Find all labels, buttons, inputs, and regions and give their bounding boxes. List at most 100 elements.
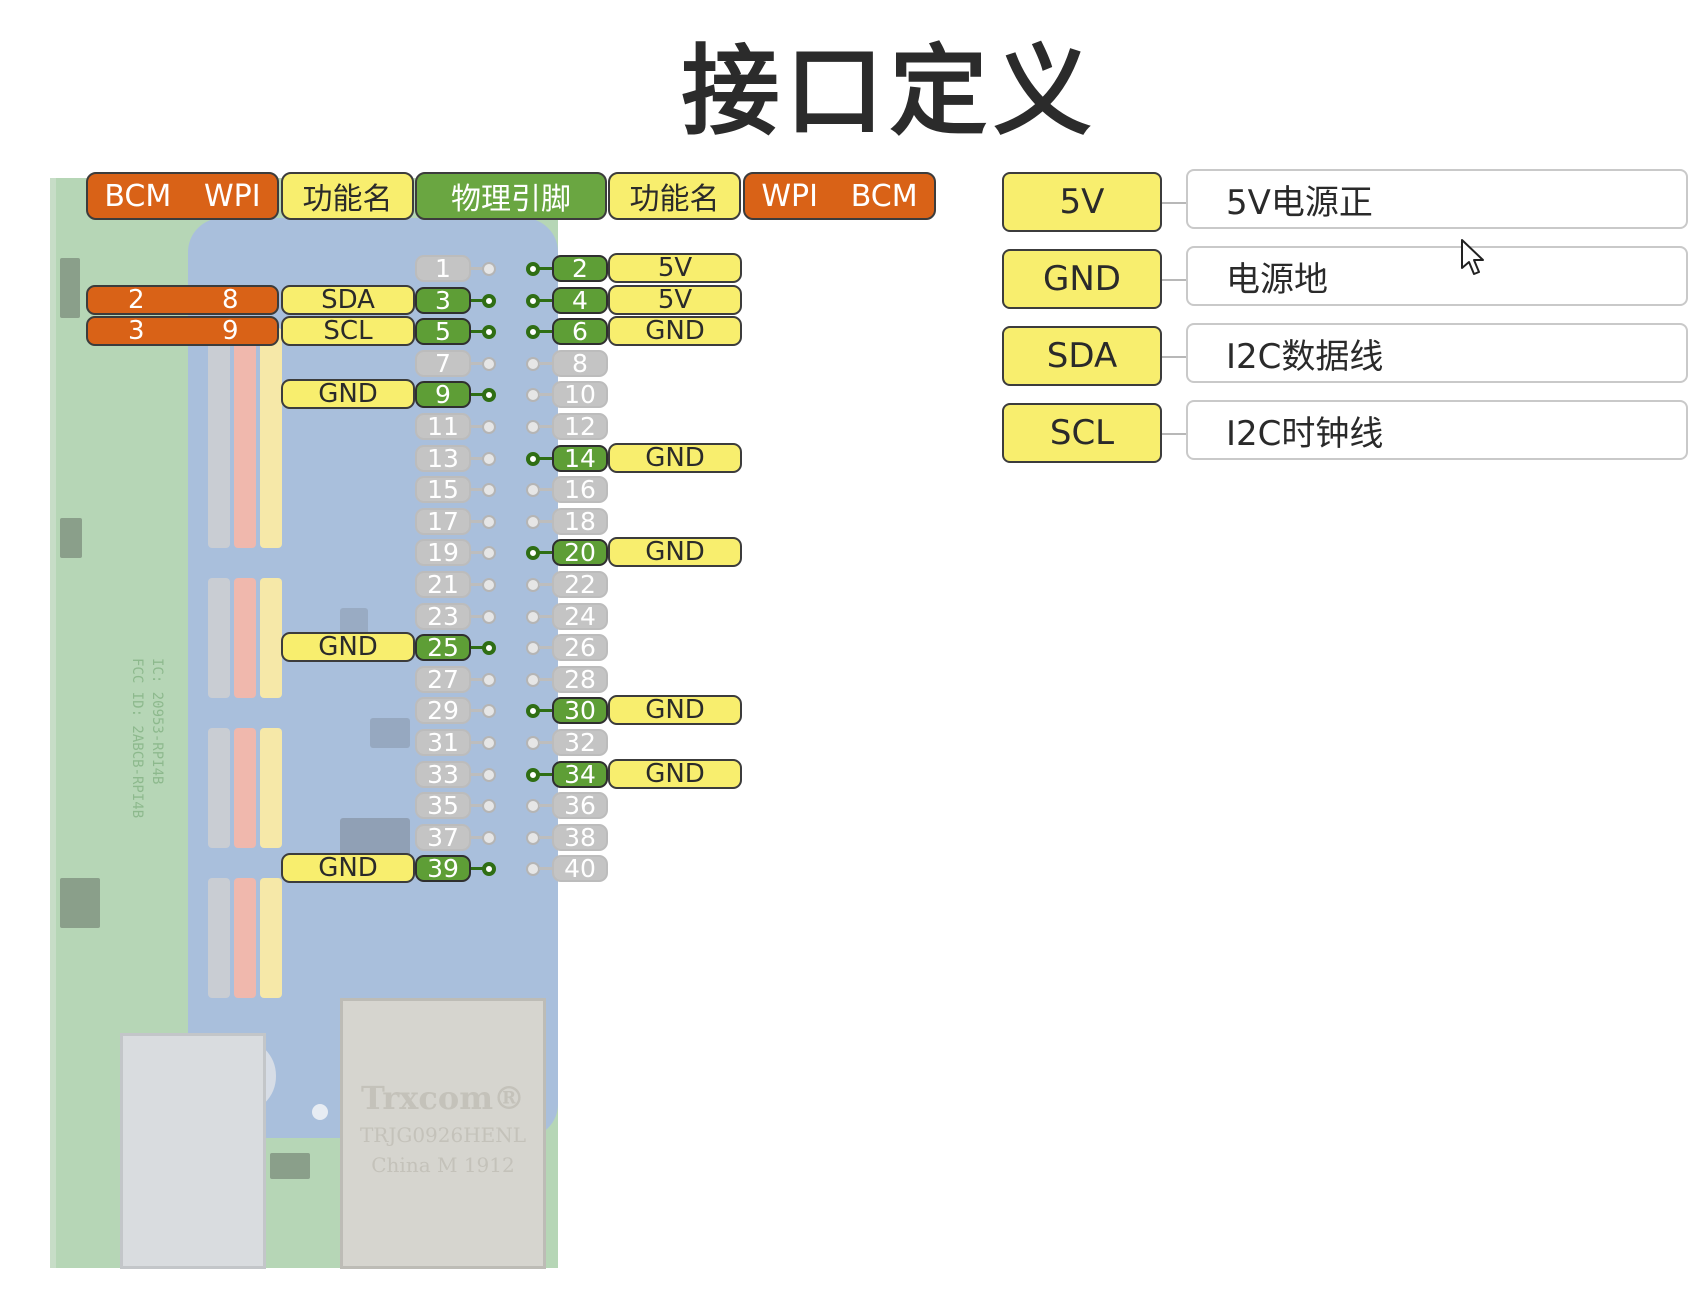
- pin-11: 11: [415, 413, 471, 440]
- legend-description: I2C数据线: [1186, 323, 1688, 383]
- pin-2-lead: [539, 267, 552, 270]
- header-pin-2: [526, 262, 540, 276]
- pin-2: 2: [552, 255, 608, 282]
- pin-21: 21: [415, 571, 471, 598]
- pin-6-lead: [539, 330, 552, 334]
- pin-1: 1: [415, 255, 471, 282]
- pin-24: 24: [552, 602, 608, 630]
- mouse-cursor-icon: [1461, 239, 1484, 275]
- legend-connector: [1162, 356, 1186, 358]
- header-bcm-right: BCM: [850, 178, 918, 214]
- pin-14: 14: [552, 444, 608, 472]
- header-bcm-left: BCM: [104, 178, 172, 214]
- header-pin-27: [482, 672, 496, 687]
- legend-tag: SDA: [1002, 326, 1162, 386]
- header-pin-7: [482, 356, 496, 371]
- legend-connector: [1162, 202, 1186, 204]
- header-pin-11: [482, 420, 496, 434]
- header-pin-38: [526, 830, 540, 845]
- pin-13-lead: [471, 456, 483, 460]
- legend-description: I2C时钟线: [1186, 400, 1688, 460]
- pin-30-lead: [539, 709, 552, 713]
- pin-12-lead: [539, 425, 552, 428]
- pin-29: 29: [415, 697, 471, 725]
- pin-9: 9: [415, 381, 471, 409]
- pin-22-lead: [539, 583, 552, 586]
- function-right-4: 5V: [608, 284, 742, 315]
- pin-15-lead: [471, 488, 483, 492]
- pin-34-lead: [539, 772, 552, 776]
- header-pin-32: [526, 736, 540, 750]
- pin-17: 17: [415, 507, 471, 535]
- function-right-34: GND: [608, 758, 742, 789]
- legend-connector: [1162, 433, 1186, 435]
- header-pin-3: [482, 293, 496, 308]
- pin-4: 4: [552, 286, 608, 314]
- pin-19: 19: [415, 539, 471, 567]
- pin-15: 15: [415, 476, 471, 504]
- pin-26-lead: [539, 646, 552, 650]
- pin-14-lead: [539, 456, 552, 460]
- pin-17-lead: [471, 519, 483, 523]
- pin-8-lead: [539, 361, 552, 365]
- pin-27-lead: [471, 677, 483, 681]
- header-pin-39: [482, 862, 496, 877]
- wpi-number: 9: [222, 316, 239, 347]
- pin-34: 34: [552, 760, 608, 788]
- pin-36-lead: [539, 804, 552, 808]
- function-right-2: 5V: [608, 253, 742, 283]
- header-pin-20: [526, 546, 540, 561]
- function-right-20: GND: [608, 537, 742, 568]
- pin-12: 12: [552, 413, 608, 440]
- bcm-number: 2: [128, 284, 145, 315]
- legend-tag: SCL: [1002, 403, 1162, 463]
- function-right-14: GND: [608, 442, 742, 473]
- pin-21-lead: [471, 583, 483, 586]
- header-pin-37: [482, 830, 496, 845]
- function-left-3: SDA: [281, 284, 415, 315]
- header-pin-18: [526, 514, 540, 529]
- header-pin-14: [526, 451, 540, 466]
- header-pin-12: [526, 420, 540, 434]
- pin-23: 23: [415, 602, 471, 630]
- legend-description: 电源地: [1186, 246, 1688, 306]
- pin-1-lead: [471, 267, 483, 270]
- pin-5: 5: [415, 318, 471, 346]
- pin-31-lead: [471, 741, 483, 744]
- pin-40-lead: [539, 867, 552, 871]
- pin-25-lead: [471, 646, 483, 650]
- pin-4-lead: [539, 298, 552, 302]
- pin-20: 20: [552, 539, 608, 567]
- page-title: 接口定义: [681, 35, 1098, 149]
- pin-33-lead: [471, 772, 483, 776]
- pin-35: 35: [415, 792, 471, 820]
- header-pin-1: [482, 262, 496, 276]
- pin-37-lead: [471, 835, 483, 839]
- pin-6: 6: [552, 318, 608, 346]
- header-pin-17: [482, 514, 496, 529]
- header-pin-34: [526, 767, 540, 782]
- header-pin-13: [482, 451, 496, 466]
- header-pin-22: [526, 578, 540, 592]
- pin-30: 30: [552, 697, 608, 725]
- header-pin-21: [482, 578, 496, 592]
- bcm-number: 3: [128, 316, 145, 347]
- pin-28: 28: [552, 665, 608, 693]
- pin-10: 10: [552, 381, 608, 409]
- header-pin-25: [482, 641, 496, 656]
- pin-40: 40: [552, 855, 608, 883]
- header-pin-4: [526, 293, 540, 308]
- legend-tag: 5V: [1002, 172, 1162, 232]
- header-pin-6: [526, 325, 540, 340]
- pin-31: 31: [415, 729, 471, 756]
- header-wpi-left: WPI: [204, 178, 261, 214]
- pin-27: 27: [415, 665, 471, 693]
- header-physical-pin: 物理引脚: [415, 172, 607, 220]
- pin-19-lead: [471, 551, 483, 555]
- ethernet-port: Trxcom® TRJG0926HENL China M 1912: [340, 998, 546, 1269]
- pin-26: 26: [552, 634, 608, 662]
- header-pin-19: [482, 546, 496, 561]
- pin-10-lead: [539, 393, 552, 397]
